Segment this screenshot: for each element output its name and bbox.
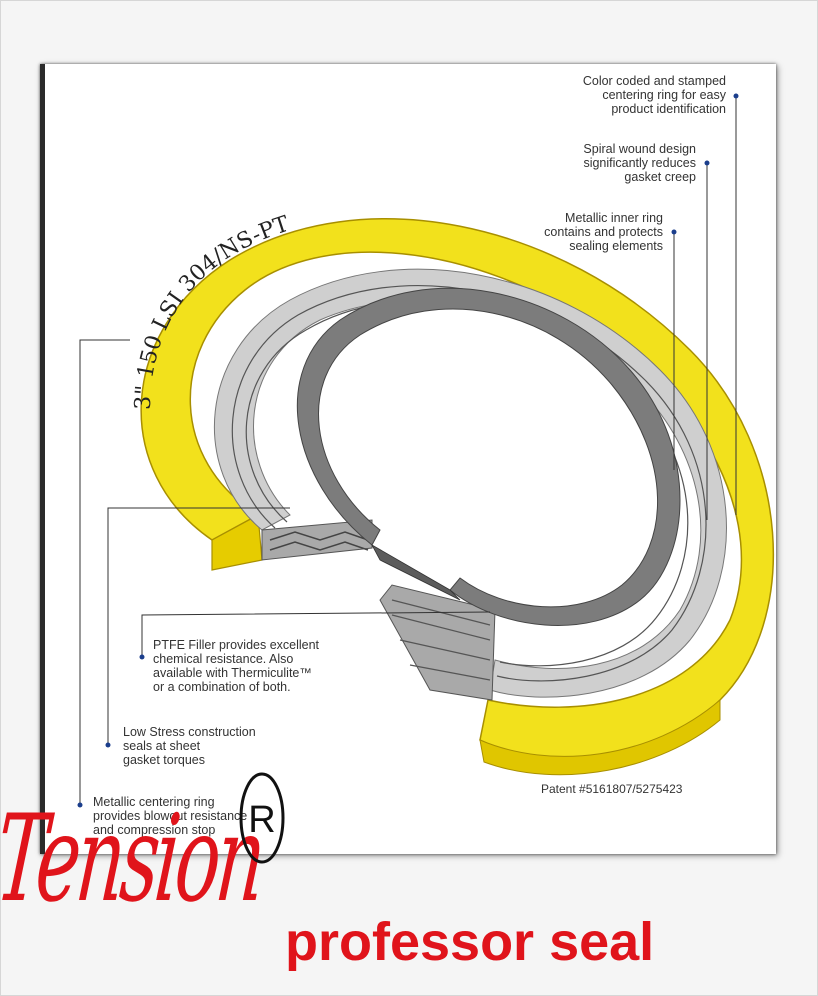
- callout-spiral-wound: Spiral wound design significantly reduce…: [583, 142, 696, 184]
- callout-low-stress: Low Stress construction seals at sheet g…: [123, 725, 256, 767]
- leader-lines: [79, 96, 737, 805]
- brand-tagline: professor seal: [285, 912, 655, 972]
- callout-ptfe-filler: PTFE Filler provides excellent chemical …: [153, 638, 320, 694]
- leader-dots: [77, 93, 739, 808]
- callout-color-coded: Color coded and stamped centering ring f…: [582, 74, 726, 116]
- patent-number: Patent #5161807/5275423: [541, 782, 683, 796]
- svg-text:R: R: [248, 799, 275, 841]
- callout-inner-ring: Metallic inner ring contains and protect…: [544, 211, 663, 253]
- callout-centering-ring: Metallic centering ring provides blowout…: [93, 795, 248, 837]
- leader-ptfe-filler: [141, 611, 491, 657]
- brand-logo: Tension: [0, 790, 268, 929]
- leader-low-stress: [107, 507, 290, 745]
- leader-centering-ring: [79, 339, 130, 805]
- outer-centering-ring: [140, 218, 775, 776]
- metallic-inner-ring: [297, 287, 681, 626]
- registered-mark-icon: R: [239, 772, 285, 864]
